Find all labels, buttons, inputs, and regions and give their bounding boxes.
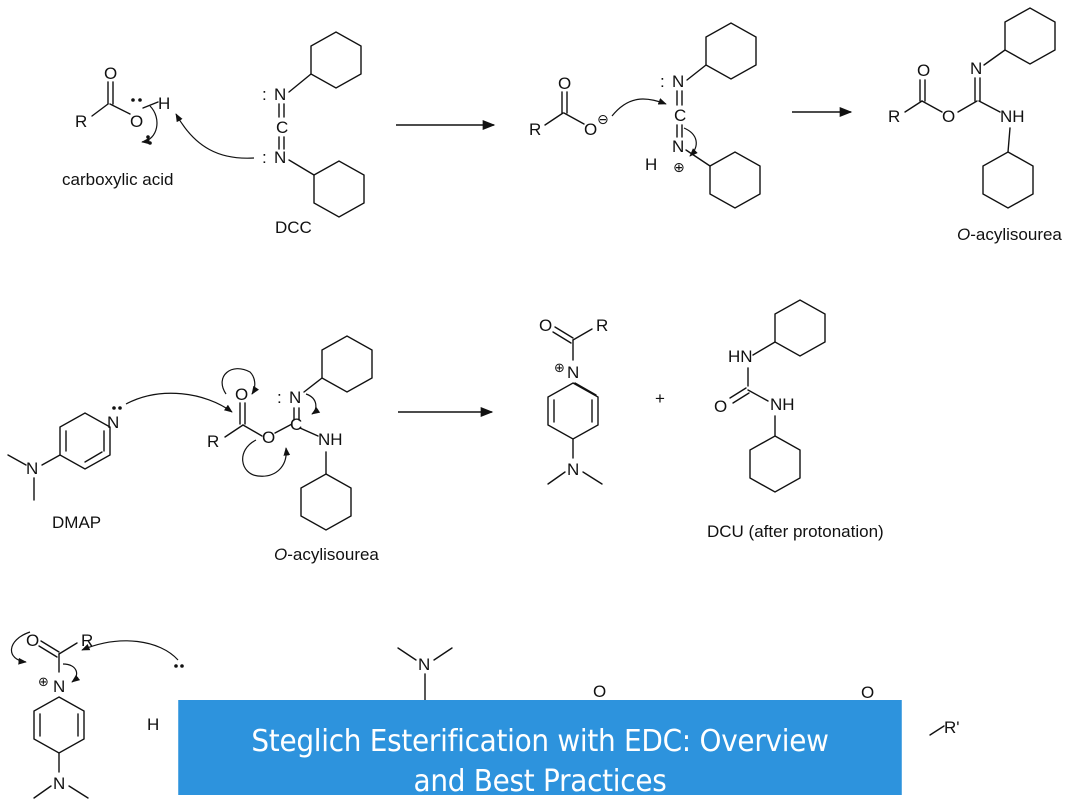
- atom-n: N: [274, 85, 286, 104]
- carboxylate-and-protonated-dcc: R O O ⊖ : N C N H ⊕: [529, 22, 761, 209]
- atom-o: O: [593, 682, 606, 701]
- atom-o: O: [584, 120, 597, 139]
- atom-o: O: [104, 64, 117, 83]
- atom-o: O: [235, 385, 248, 404]
- atom-r: R: [888, 107, 900, 126]
- atom-o: O: [917, 61, 930, 80]
- dmap-structure: N N DMAP: [7, 392, 233, 532]
- atom-c: C: [276, 118, 288, 137]
- atom-hn: HN: [728, 347, 753, 366]
- o-acylisourea-reactant: R O O C : N NH O-acylisourea: [207, 335, 379, 564]
- atom-n: N: [53, 774, 65, 793]
- atom-n: N: [672, 72, 684, 91]
- atom-n: N: [53, 677, 65, 696]
- atom-r: R: [596, 316, 608, 335]
- plus-sign: +: [655, 389, 665, 408]
- atom-o: O: [714, 397, 727, 416]
- atom-o: O: [26, 631, 39, 650]
- positive-charge: ⊕: [673, 159, 685, 175]
- atom-nh: NH: [318, 430, 343, 449]
- o-acylisourea-label: O-acylisourea: [274, 545, 379, 564]
- atom-o: O: [130, 112, 143, 131]
- atom-n: N: [26, 459, 38, 478]
- atom-n: N: [107, 413, 119, 432]
- atom-r: R: [207, 432, 219, 451]
- atom-n: N: [289, 388, 301, 407]
- title-banner: Steglich Esterification with EDC: Overvi…: [178, 700, 902, 795]
- positive-charge: ⊕: [38, 674, 49, 689]
- atom-r: R: [529, 120, 541, 139]
- atom-n: N: [970, 59, 982, 78]
- atom-h: H: [147, 715, 159, 734]
- acylpyridinium-row3: O R ⊕ N N H: [10, 631, 184, 799]
- atom-o: O: [558, 74, 571, 93]
- lone-pair: :: [277, 388, 282, 407]
- atom-r: R: [81, 631, 93, 650]
- lone-pair: :: [660, 72, 665, 91]
- atom-h: H: [158, 94, 170, 113]
- acylpyridinium-structure: O R ⊕ N N: [539, 316, 608, 485]
- dcu-label: DCU (after protonation): [707, 522, 884, 541]
- atom-n: N: [672, 137, 684, 156]
- atom-o: O: [262, 428, 275, 447]
- positive-charge: ⊕: [554, 360, 565, 375]
- atom-r: R: [75, 112, 87, 131]
- ester-row3-fragments: O O R': [593, 682, 960, 737]
- dcc-structure: : N C : N DCC: [175, 31, 365, 237]
- atom-nh: NH: [770, 395, 795, 414]
- dmap-label: DMAP: [52, 513, 101, 532]
- atom-c: C: [674, 106, 686, 125]
- carboxylic-acid-structure: R O O H carboxylic acid: [62, 64, 174, 189]
- dcu-structure: HN O NH DCU (after protonation): [707, 299, 884, 541]
- atom-n: N: [567, 363, 579, 382]
- atom-h: H: [645, 155, 657, 174]
- dcc-label: DCC: [275, 218, 312, 237]
- lone-pair: :: [262, 85, 267, 104]
- carboxylic-acid-label: carboxylic acid: [62, 170, 174, 189]
- atom-nh: NH: [1000, 107, 1025, 126]
- atom-n: N: [418, 655, 430, 674]
- dmap-row3: N: [397, 647, 453, 701]
- atom-c: C: [290, 415, 302, 434]
- lone-pair: :: [262, 148, 267, 167]
- banner-title-line-1: Steglich Esterification with EDC: Overvi…: [251, 724, 829, 759]
- atom-o: O: [539, 316, 552, 335]
- atom-o: O: [942, 107, 955, 126]
- o-acylisourea-label: O-acylisourea: [957, 225, 1062, 244]
- atom-n: N: [274, 148, 286, 167]
- o-acylisourea-product: R O O N NH O-acylisourea: [888, 7, 1062, 244]
- atom-r-prime: R': [944, 718, 960, 737]
- banner-title-line-2: and Best Practices: [413, 764, 667, 795]
- negative-charge: ⊖: [597, 111, 609, 127]
- atom-n: N: [567, 460, 579, 479]
- atom-o: O: [861, 683, 874, 702]
